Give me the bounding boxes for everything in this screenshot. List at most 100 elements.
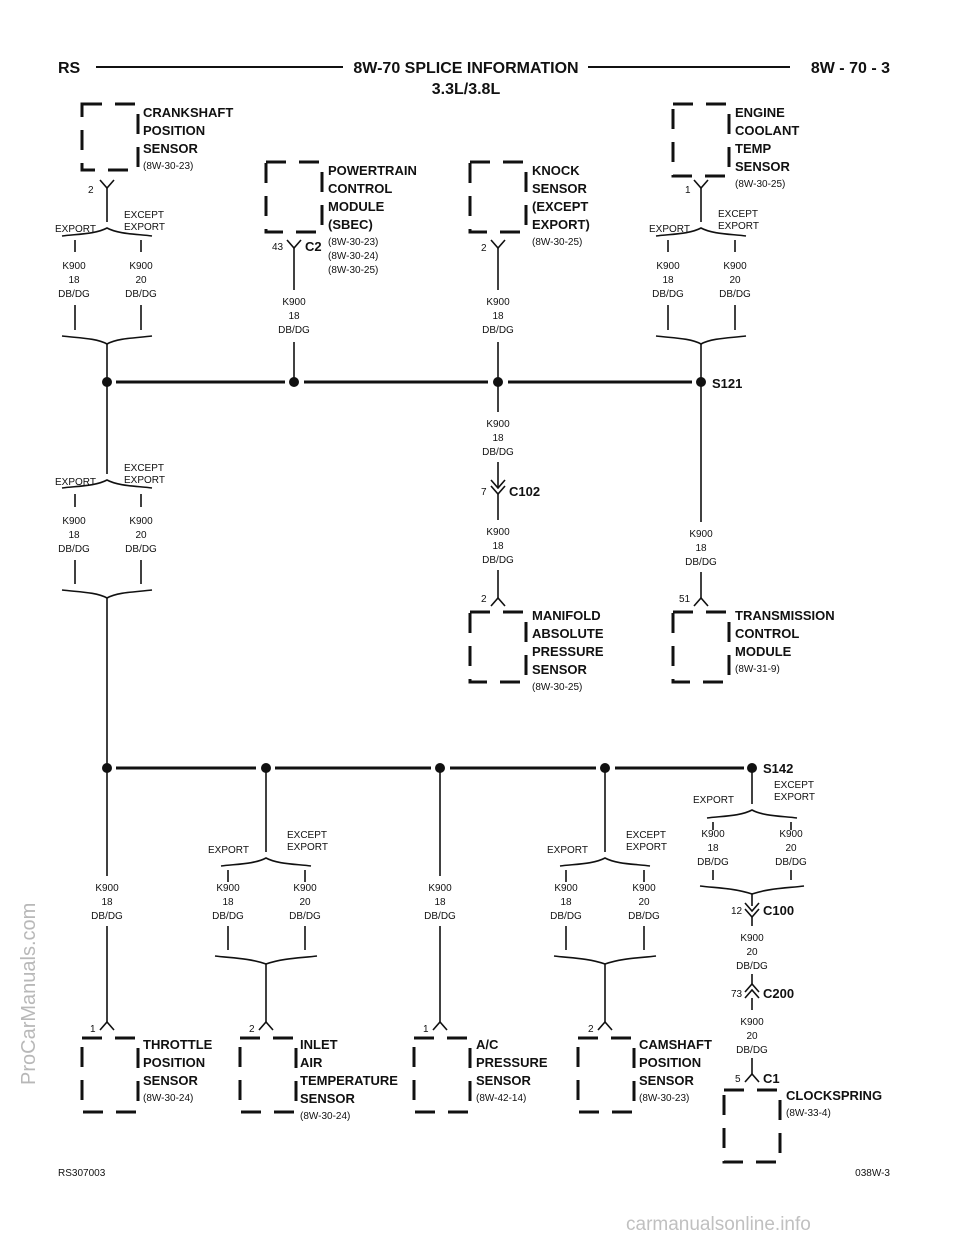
crankshaft-position-sensor: CRANKSHAFT POSITION SENSOR (8W-30-23) 2 … (55, 102, 233, 382)
tcm-ref: (8W-31-9) (735, 664, 780, 675)
tps-name-3: SENSOR (143, 1073, 199, 1088)
map-name-1: MANIFOLD (532, 608, 601, 623)
cmp-except-label-2: EXPORT (626, 842, 667, 853)
ect-except-label-1: EXCEPT (718, 209, 758, 220)
ckp-wire-b-color: DB/DG (125, 289, 157, 300)
bottom-watermark: carmanualsonline.info (626, 1214, 811, 1235)
map-name-2: ABSOLUTE (532, 626, 604, 641)
footer-right-code: 038W-3 (855, 1168, 890, 1179)
tps-pin: 1 (90, 1024, 96, 1035)
ect-name-4: SENSOR (735, 159, 791, 174)
tcm-wire-gauge: 18 (695, 543, 707, 554)
map-name-3: PRESSURE (532, 644, 604, 659)
tcm-name-3: MODULE (735, 644, 792, 659)
iat-except-label-1: EXCEPT (287, 830, 327, 841)
c1-connector: C1 (763, 1071, 780, 1086)
c200-wire-gauge: 20 (746, 1031, 758, 1042)
tps-name-2: POSITION (143, 1055, 205, 1070)
cmp-export-label: EXPORT (547, 845, 588, 856)
c100-wire-code: K900 (740, 933, 764, 944)
splice-s142-bus: S142 (102, 761, 793, 776)
ckp-name-1: CRANKSHAFT (143, 105, 233, 120)
ckp-name-2: POSITION (143, 123, 205, 138)
c102-wire-top-color: DB/DG (482, 447, 514, 458)
c102-wire-bottom-gauge: 18 (492, 541, 504, 552)
map-ref: (8W-30-25) (532, 682, 582, 693)
ect-name-3: TEMP (735, 141, 771, 156)
cmp-wire-a-color: DB/DG (550, 911, 582, 922)
cmp-name-2: POSITION (639, 1055, 701, 1070)
c200-connector: C200 (763, 986, 794, 1001)
clock-name-1: CLOCKSPRING (786, 1088, 882, 1103)
tps-wire-code: K900 (95, 883, 119, 894)
cmp-name-3: SENSOR (639, 1073, 695, 1088)
header-page-number: 8W - 70 - 3 (811, 60, 890, 77)
iat-export-label: EXPORT (208, 845, 249, 856)
left-fork-export-label: EXPORT (55, 477, 96, 488)
c102-pin: 7 (481, 487, 487, 498)
side-watermark: ProCarManuals.com (18, 902, 40, 1085)
manifold-absolute-pressure-sensor: 2 MANIFOLD ABSOLUTE PRESSURE SENSOR (8W-… (468, 594, 604, 693)
clockspring-branch: EXPORT EXCEPT EXPORT K900 18 DB/DG K900 … (693, 768, 815, 1086)
clock-except-label-2: EXPORT (774, 792, 815, 803)
ac-pin: 1 (423, 1024, 429, 1035)
transmission-control-module: K900 18 DB/DG 51 TRANSMISSION CONTROL MO… (671, 382, 835, 684)
ac-pressure-sensor: K900 18 DB/DG 1 A/C PRESSURE SENSOR (8W-… (412, 768, 548, 1114)
tcm-pin: 51 (679, 594, 691, 605)
left-fork-except-label-1: EXCEPT (124, 463, 164, 474)
splice-s121-bus: S121 (102, 376, 742, 391)
tcm-wire-code: K900 (689, 529, 713, 540)
pcm-ref-1: (8W-30-23) (328, 237, 378, 248)
page-header: RS 8W-70 SPLICE INFORMATION 8W - 70 - 3 … (58, 60, 890, 98)
tps-wire-color: DB/DG (91, 911, 123, 922)
ckp-wire-a-color: DB/DG (58, 289, 90, 300)
iat-wire-b-code: K900 (293, 883, 317, 894)
splice-s121-label: S121 (712, 376, 742, 391)
pcm-wire-color: DB/DG (278, 325, 310, 336)
cmp-wire-b-color: DB/DG (628, 911, 660, 922)
cmp-except-label-1: EXCEPT (626, 830, 666, 841)
clock-wire-a-gauge: 18 (707, 843, 719, 854)
left-fork-wire-a-code: K900 (62, 516, 86, 527)
cmp-ref: (8W-30-23) (639, 1093, 689, 1104)
inlet-air-temperature-sensor: EXPORT EXCEPT EXPORT K900 18 DB/DG K900 … (208, 768, 398, 1122)
left-fork-except-label-2: EXPORT (124, 475, 165, 486)
ac-wire-code: K900 (428, 883, 452, 894)
left-fork-wire-b-gauge: 20 (135, 530, 147, 541)
clock-wire-b-code: K900 (779, 829, 803, 840)
pcm-name-3: MODULE (328, 199, 385, 214)
ckp-wire-b-code: K900 (129, 261, 153, 272)
header-subtitle: 3.3L/3.8L (432, 81, 501, 98)
iat-name-3: TEMPERATURE (300, 1073, 398, 1088)
c102-branch: K900 18 DB/DG 7 C102 K900 18 DB/DG (481, 382, 540, 607)
page-footer: RS307003 038W-3 (58, 1168, 890, 1179)
knock-wire-code: K900 (486, 297, 510, 308)
c102-wire-bottom-code: K900 (486, 527, 510, 538)
clock-wire-b-gauge: 20 (785, 843, 797, 854)
knock-wire-color: DB/DG (482, 325, 514, 336)
clock-except-label-1: EXCEPT (774, 780, 814, 791)
ac-name-1: A/C (476, 1037, 499, 1052)
knock-wire-gauge: 18 (492, 311, 504, 322)
clock-wire-b-color: DB/DG (775, 857, 807, 868)
pcm-ref-3: (8W-30-25) (328, 265, 378, 276)
tcm-wire-color: DB/DG (685, 557, 717, 568)
ect-wire-b-color: DB/DG (719, 289, 751, 300)
ckp-export-label: EXPORT (55, 224, 96, 235)
pcm-wire-gauge: 18 (288, 311, 300, 322)
ckp-wire-a-gauge: 18 (68, 275, 80, 286)
ect-wire-a-code: K900 (656, 261, 680, 272)
ckp-wire-b-gauge: 20 (135, 275, 147, 286)
ckp-name-3: SENSOR (143, 141, 199, 156)
cmp-pin: 2 (588, 1024, 594, 1035)
ect-name-2: COOLANT (735, 123, 799, 138)
camshaft-position-sensor: EXPORT EXCEPT EXPORT K900 18 DB/DG K900 … (547, 768, 712, 1114)
left-fork-wire-a-color: DB/DG (58, 544, 90, 555)
ckp-ref: (8W-30-23) (143, 161, 193, 172)
knock-name-4: EXPORT) (532, 217, 590, 232)
c100-pin: 12 (731, 906, 743, 917)
splice-s142-label: S142 (763, 761, 793, 776)
ac-name-2: PRESSURE (476, 1055, 548, 1070)
clock-export-label: EXPORT (693, 795, 734, 806)
